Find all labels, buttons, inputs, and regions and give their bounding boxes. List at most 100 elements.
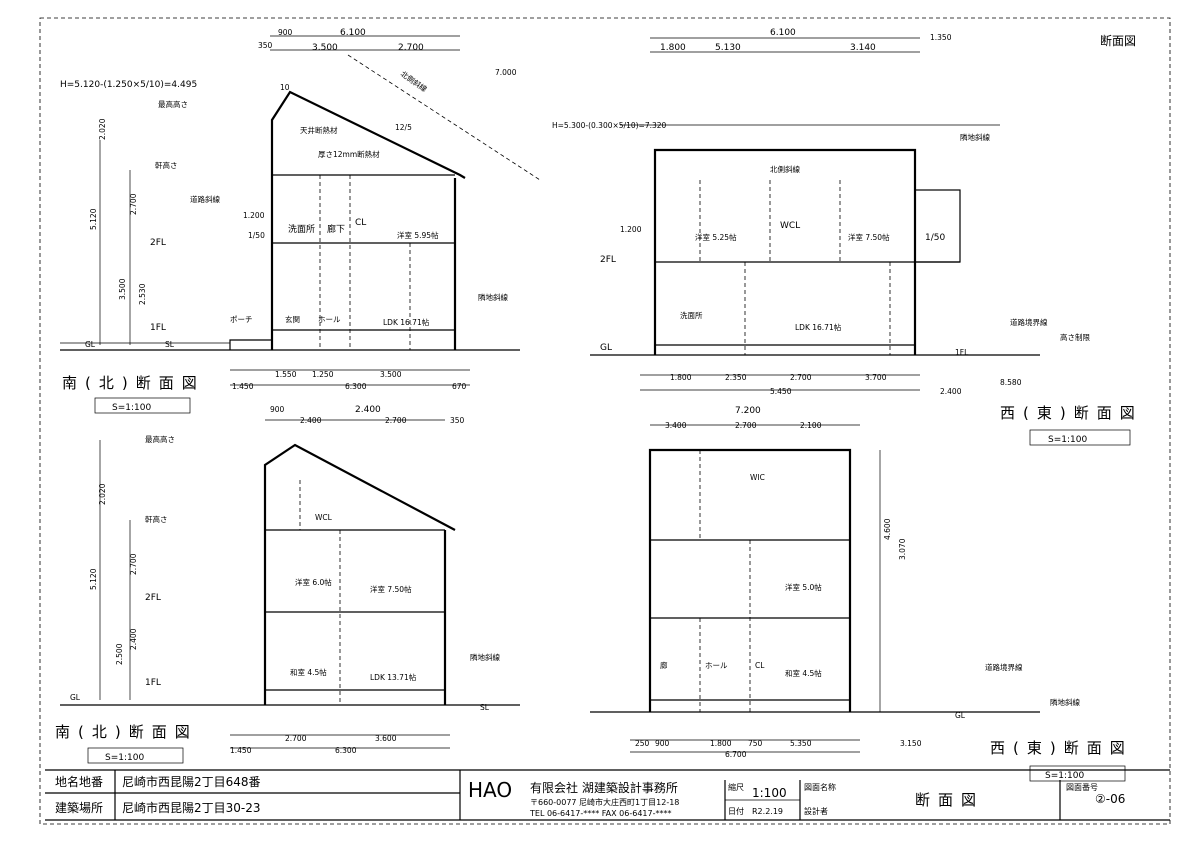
drawing-label: 1FL (150, 323, 166, 333)
drawing-label: 軒高さ (155, 160, 178, 170)
section-west-east-2: GL WIC 洋室 5.0帖 ホール CL 和室 4.5帖 廊 7.200 3.… (590, 406, 1133, 782)
drawing-label: 洋室 5.0帖 (785, 582, 822, 592)
drawing-label: 2FL (150, 238, 166, 248)
section-title: 西(東)断面図 (1000, 404, 1143, 422)
drawing-line (229, 339, 272, 350)
drawing-label: 2.700 (735, 421, 757, 430)
drawing-label: 高さ制限 (1060, 332, 1090, 342)
drawing-label: 1.200 (620, 225, 642, 234)
company-logo: HAO (468, 778, 512, 802)
drawing-label: 図面名称 (804, 782, 836, 792)
drawing-label: 洋室 5.25帖 (695, 232, 737, 242)
drawing-label: SL (480, 703, 490, 712)
drawing-label: 1.350 (930, 33, 952, 42)
drawing-label: 3.070 (898, 538, 907, 560)
date-value: R2.2.19 (752, 807, 783, 816)
drawing-label: 2.700 (398, 43, 424, 53)
drawing-label: GL (85, 340, 96, 349)
drawing-label: 軒高さ (145, 514, 168, 524)
drawing-label: 3.500 (312, 43, 338, 53)
drawing-label: WCL (315, 513, 333, 522)
drawing-label: 6.700 (725, 750, 747, 759)
drawing-label: 1/50 (925, 233, 945, 243)
drawing-label: 7.000 (495, 68, 517, 77)
drawing-line (914, 189, 961, 263)
roof-and-wall (270, 90, 466, 350)
drawing-label: 1FL (145, 678, 161, 688)
drawing-label: 6.300 (345, 382, 367, 391)
section-south-north-1: H=5.120-(1.250×5/10)=4.495 2FL 1FL GL SL… (60, 28, 541, 414)
drawing-label: 洋室 7.50帖 (848, 232, 890, 242)
drawing-label: 2FL (145, 593, 161, 603)
drawing-label: 2.400 (940, 387, 962, 396)
dimension-line (94, 397, 191, 414)
company-address: 〒660-0077 尼崎市大庄西町1丁目12-18 (530, 797, 679, 807)
site-value: 尼崎市西昆陽2丁目30-23 (122, 800, 261, 815)
drawing-label: 北側斜線 (399, 68, 430, 94)
drawing-label: WCL (780, 221, 800, 231)
dimension-line (1029, 765, 1126, 782)
drawing-label: 4.600 (883, 518, 892, 540)
drawing-label: 最高高さ (158, 99, 188, 109)
drawing-label: 6.100 (340, 28, 366, 38)
drawing-label: ホール (705, 661, 728, 670)
drawing-label: 12/5 (395, 123, 412, 132)
drawing-label: 7.200 (735, 406, 761, 416)
drawing-label: 250 (635, 739, 650, 748)
drawing-label: 縮尺 (728, 782, 744, 792)
drawing-label: CL (355, 218, 366, 228)
section-scale: S=1:100 (1048, 435, 1087, 445)
company-name: 有限会社 湖建築設計事務所 (530, 780, 678, 795)
drawing-label: 1.200 (243, 211, 265, 220)
drawing-label: WIC (750, 473, 765, 482)
drawing-label: 1.450 (230, 746, 252, 755)
lot-label: 地名地番 (55, 774, 103, 789)
drawing-name: 断面図 (915, 791, 984, 809)
drawing-label: 厚さ12mm断熱材 (318, 149, 380, 159)
drawing-label: 道路斜線 (190, 194, 220, 204)
dimension-line (1029, 429, 1131, 446)
building-outline (648, 448, 852, 712)
drawing-label: 最高高さ (145, 434, 175, 444)
drawing-label: 5.450 (770, 387, 792, 396)
dimension-label: 1.800 (660, 43, 686, 53)
site-label: 建築場所 (55, 800, 103, 815)
drawing-label: 3.400 (665, 421, 687, 430)
drawing-label: 隣地斜線 (470, 652, 500, 662)
drawing-label: 玄関 (285, 314, 300, 324)
drawing-label: 2.020 (98, 118, 107, 140)
drawing-label: 3.700 (865, 373, 887, 382)
setback-line (347, 54, 541, 181)
drawing-label: 900 (655, 739, 670, 748)
drawing-label: 日付 (728, 806, 744, 816)
drawing-label: 350 (258, 41, 273, 50)
drawing-label: 900 (278, 28, 293, 37)
drawing-label: 2.700 (385, 416, 407, 425)
drawing-label: 1.450 (232, 382, 254, 391)
drawing-label: 2.400 (355, 405, 381, 415)
section-south-north-2: 2FL 1FL GL SL 洋室 6.0帖 洋室 7.50帖 WCL 和室 4.… (55, 405, 520, 764)
drawing-label: 1.800 (710, 739, 732, 748)
drawing-label: 北側斜線 (770, 164, 800, 174)
drawing-label: 3.140 (850, 43, 876, 53)
drawing-label: 10 (280, 83, 290, 92)
drawing-label: 5.350 (790, 739, 812, 748)
drawing-label: 2.020 (98, 483, 107, 505)
drawing-label: 2.700 (285, 734, 307, 743)
drawing-label: LDK 16.71帖 (383, 317, 430, 327)
drawing-label: 洋室 6.0帖 (295, 577, 332, 587)
drawing-label: 3.500 (380, 370, 402, 379)
drawing-label: 8.580 (1000, 378, 1022, 387)
lot-value: 尼崎市西昆陽2丁目648番 (122, 774, 261, 789)
title-block: 地名地番 尼崎市西昆陽2丁目648番 建築場所 尼崎市西昆陽2丁目30-23 H… (45, 769, 1170, 821)
drawing-label: GL (70, 693, 81, 702)
drawing-label: 3.150 (900, 739, 922, 748)
drawing-label: 3.600 (375, 734, 397, 743)
drawing-label: 5.120 (89, 568, 98, 590)
drawing-label: 350 (450, 416, 465, 425)
drawing-label: 洋室 5.95帖 (397, 230, 439, 240)
section-scale: S=1:100 (112, 403, 151, 413)
drawing-number: ②-06 (1095, 792, 1125, 806)
section-title: 西(東)断面図 (990, 739, 1133, 757)
drawing-label: 1.550 (275, 370, 297, 379)
